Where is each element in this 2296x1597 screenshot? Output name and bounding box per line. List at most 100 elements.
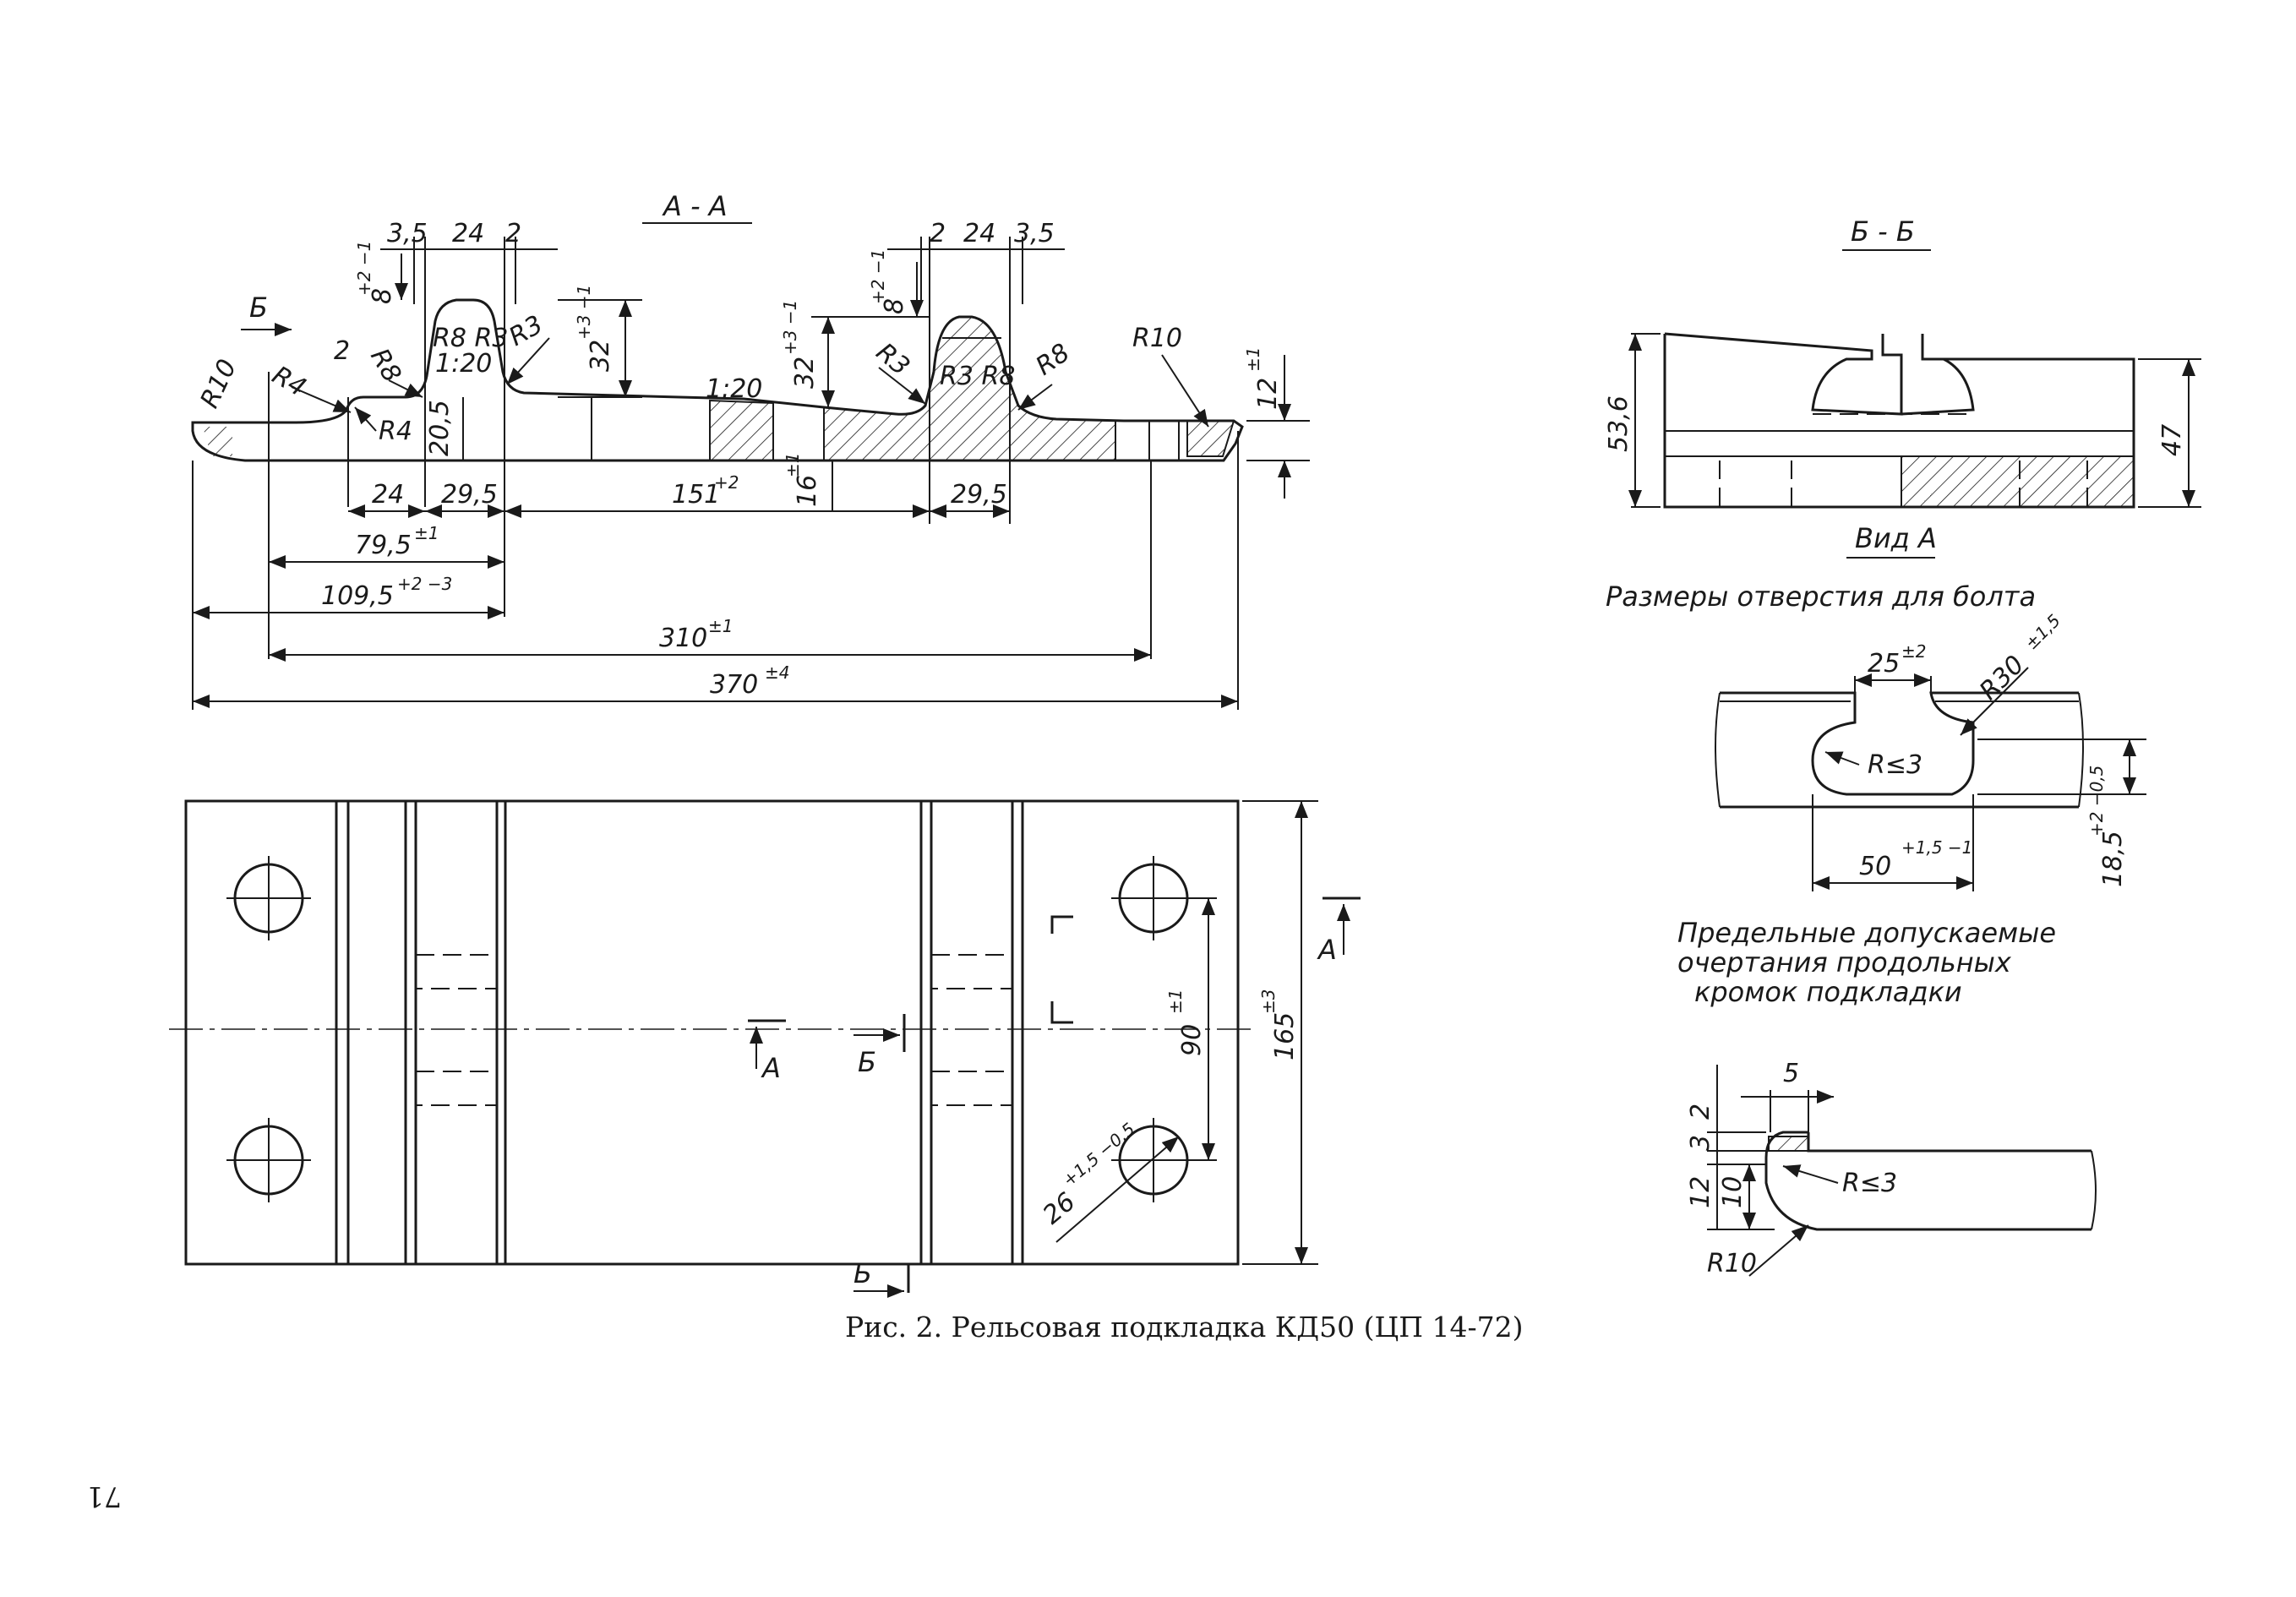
radius-r8-r3-left: R8 R3 bbox=[433, 324, 508, 353]
dim-24-top-left: 24 bbox=[452, 219, 484, 248]
dim-20-5: 20,5 bbox=[425, 400, 455, 456]
dim-90: 90 bbox=[1177, 1024, 1207, 1056]
dim-165: 165 bbox=[1270, 1012, 1300, 1060]
bolt-hole-detail: Размеры отверстия для болта 25 ±2 R30 ±1… bbox=[1606, 580, 2146, 891]
dim-32-right-tol: +3 −1 bbox=[780, 300, 800, 355]
radius-r10-left: R10 bbox=[195, 355, 243, 412]
radius-r3-r8-right: R3 R8 bbox=[940, 362, 1015, 391]
section-aa: А - А Б 3,5 24 2 2 bbox=[191, 190, 1310, 710]
mark-b-center: Б bbox=[858, 1046, 876, 1078]
radius-r4-top: R4 bbox=[267, 361, 311, 403]
dim-16: 16 bbox=[793, 475, 822, 507]
dim-32-left-tol: +3 −1 bbox=[574, 285, 594, 340]
dim-12-edge: 12 bbox=[1686, 1176, 1715, 1208]
radius-r8-right: R8 bbox=[1031, 338, 1076, 382]
mark-a-center: А bbox=[761, 1052, 781, 1084]
dim-310: 310 bbox=[659, 624, 707, 653]
dim-2: 2 bbox=[1686, 1104, 1715, 1120]
dim-2-top-left: 2 bbox=[505, 219, 521, 248]
dim-24-bottom: 24 bbox=[372, 480, 404, 510]
hatch-area-left bbox=[203, 427, 232, 456]
radius-r3-edge: R≤3 bbox=[1842, 1169, 1897, 1198]
edges-title-line2: очертания продольных bbox=[1677, 946, 2012, 978]
mark-a-right: А bbox=[1317, 934, 1337, 966]
plan-view: 90 ±1 165 ±3 26 +1,5 −0,5 А А Б Б bbox=[169, 799, 1361, 1298]
edges-title-line1: Предельные допускаемые bbox=[1677, 917, 2056, 949]
dim-310-tol: ±1 bbox=[708, 616, 733, 636]
slot-left-bottom bbox=[415, 1071, 498, 1106]
edge-profile: Предельные допускаемые очертания продоль… bbox=[1677, 917, 2097, 1278]
mark-b-bottom: Б bbox=[854, 1257, 872, 1289]
dim-18-5: 18,5 bbox=[2098, 831, 2128, 887]
slot-right-top bbox=[930, 954, 1013, 989]
slope-left: 1:20 bbox=[435, 349, 492, 379]
dim-18-5-tol: +2 −0,5 bbox=[2086, 766, 2107, 837]
bolt-hole-right-bottom bbox=[1111, 1118, 1217, 1202]
dim-50-tol: +1,5 −1 bbox=[1901, 837, 1972, 858]
dim-24-top-right: 24 bbox=[963, 219, 995, 248]
bolt-hole-title: Размеры отверстия для болта bbox=[1606, 580, 2036, 613]
dim-8-right-tol: +2 −1 bbox=[868, 249, 888, 304]
radius-r30: R30 bbox=[1974, 650, 2030, 706]
dim-3: 3 bbox=[1686, 1135, 1715, 1151]
slot-left-top bbox=[415, 954, 498, 989]
dim-29-5-left: 29,5 bbox=[441, 480, 498, 510]
radius-r3-right: R3 bbox=[870, 337, 915, 381]
dim-25: 25 bbox=[1868, 649, 1900, 679]
radius-r10-right: R10 bbox=[1132, 324, 1182, 353]
radius-r10-edge: R10 bbox=[1707, 1249, 1757, 1278]
figure-caption: Рис. 2. Рельсовая подкладка КД50 (ЦП 14-… bbox=[845, 1311, 1524, 1344]
slope-mid: 1:20 bbox=[706, 374, 762, 404]
page-number: 71 bbox=[86, 1480, 122, 1513]
dim-53-6: 53,6 bbox=[1604, 395, 1633, 452]
edges-title-line3: кромок подкладки bbox=[1694, 976, 1962, 1008]
bolt-hole-left-top bbox=[226, 856, 311, 940]
dim-8-left-tol: +2 −1 bbox=[354, 241, 374, 296]
radius-r3-bolt: R≤3 bbox=[1868, 750, 1922, 780]
bolt-hole-left-bottom bbox=[226, 1118, 311, 1202]
dim-32-right: 32 bbox=[790, 357, 820, 389]
dim-5: 5 bbox=[1783, 1059, 1799, 1088]
dim-50: 50 bbox=[1859, 852, 1891, 881]
dim-8-right: 8 bbox=[880, 298, 909, 314]
dim-2-small: 2 bbox=[334, 336, 350, 366]
dim-3-5-left: 3,5 bbox=[387, 219, 428, 248]
dim-370: 370 bbox=[710, 670, 758, 700]
dim-109-5-tol: +2 −3 bbox=[397, 574, 452, 594]
edge-hatch bbox=[1768, 1136, 1809, 1152]
dim-29-5-right: 29,5 bbox=[951, 480, 1007, 510]
section-bb: Б - Б 53,6 47 Вид А bbox=[1604, 215, 2201, 559]
dim-165-tol: ±3 bbox=[1258, 989, 1279, 1014]
view-a-label: Вид А bbox=[1855, 522, 1937, 554]
radius-r30-tol: ±1,5 bbox=[2021, 610, 2064, 653]
dim-12: 12 bbox=[1253, 378, 1283, 410]
slot-right-bottom bbox=[930, 1071, 1013, 1106]
dim-151-tol: +2 bbox=[714, 472, 739, 493]
dim-10-edge: 10 bbox=[1718, 1176, 1748, 1208]
hatch-area-2 bbox=[823, 316, 1116, 461]
section-bb-title: Б - Б bbox=[1851, 215, 1915, 248]
dim-26: 26 bbox=[1038, 1187, 1082, 1230]
dim-8-left: 8 bbox=[368, 288, 397, 304]
dim-32-left: 32 bbox=[586, 340, 615, 372]
dim-3-5-right: 3,5 bbox=[1014, 219, 1055, 248]
hatch-area-1 bbox=[709, 399, 774, 461]
dim-16-tol: ±1 bbox=[783, 453, 803, 477]
dim-2-top-right: 2 bbox=[930, 219, 946, 248]
dim-25-tol: ±2 bbox=[1901, 641, 1926, 662]
hatch-area-3 bbox=[1186, 420, 1235, 457]
dim-79-5: 79,5 bbox=[355, 531, 412, 560]
dim-109-5: 109,5 bbox=[321, 581, 394, 611]
radius-r4-bottom: R4 bbox=[379, 417, 412, 446]
bb-hatch bbox=[1901, 455, 2135, 508]
plan-outline bbox=[184, 799, 1240, 1266]
section-b-marker: Б bbox=[249, 292, 268, 324]
dim-370-tol: ±4 bbox=[765, 662, 789, 683]
dim-47: 47 bbox=[2157, 424, 2187, 456]
dim-90-tol: ±1 bbox=[1165, 989, 1186, 1014]
dim-12-tol: ±1 bbox=[1243, 347, 1263, 372]
bolt-hole-right-top bbox=[1111, 856, 1217, 940]
radius-r8-left: R8 bbox=[364, 344, 406, 388]
dim-79-5-tol: ±1 bbox=[414, 523, 439, 543]
